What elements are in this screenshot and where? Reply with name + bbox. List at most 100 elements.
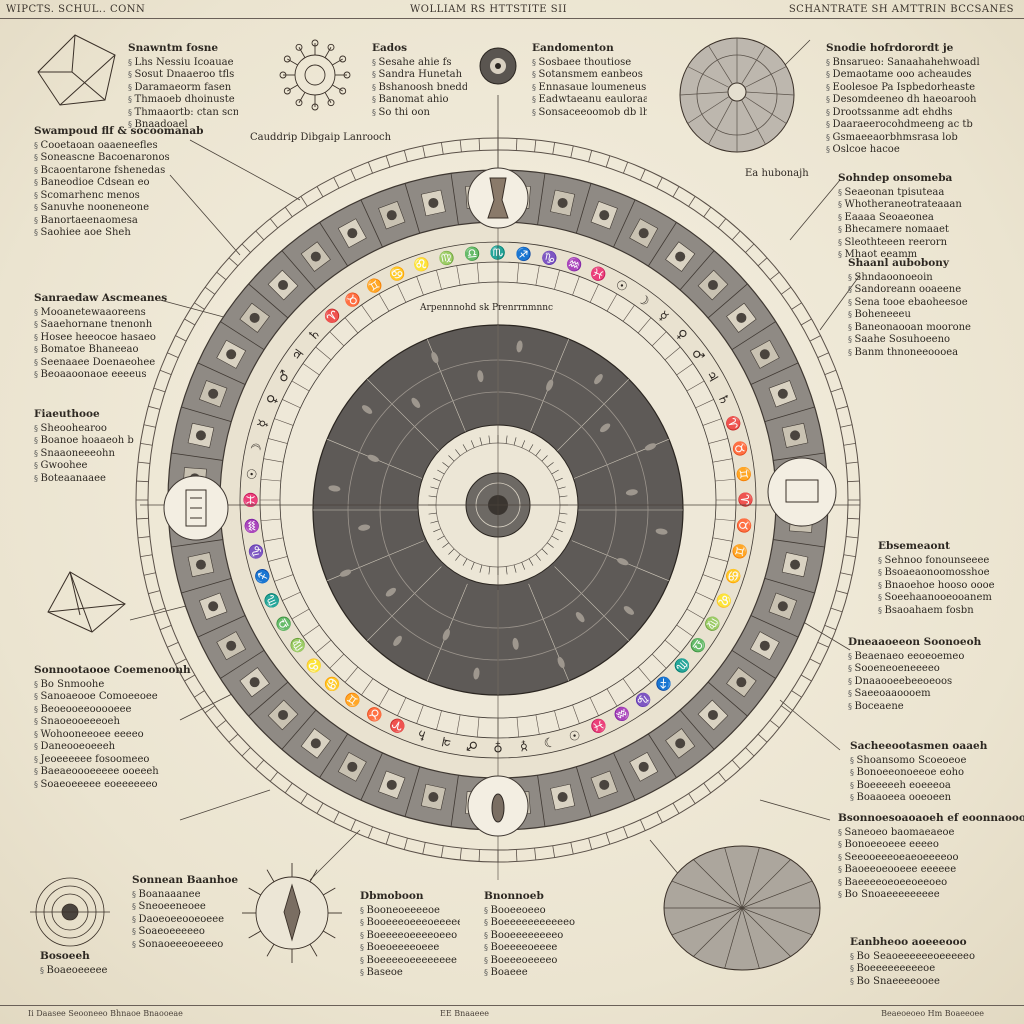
block-line: Baeaeoooeeeee ooeeeh: [34, 766, 184, 779]
block-top-center-right: Eandomenton Sosbaee thoutioseSotansmem e…: [532, 42, 647, 119]
inner-figure: [557, 656, 565, 669]
block-line: Boeeeeoeeeeeeee: [360, 955, 460, 968]
block-line: Saahe Sosuhoeeno: [848, 334, 993, 347]
block-line: Soaeoeeeeeo: [132, 926, 232, 939]
block-line: Bnaadoael: [128, 119, 238, 132]
block-line: Baneonaooan moorone: [848, 322, 993, 335]
block-line: Demaotame ooo acheaudes: [826, 69, 994, 82]
block-line: Daramaeorm fasen: [128, 82, 238, 95]
ring-glyph: ♎: [463, 246, 481, 264]
block-line: Jeoeeeeee fosoomeeo: [34, 754, 184, 767]
block-line: Saaehornane tnenonh: [34, 319, 159, 332]
polyhedron-top-left-illustration: [37, 34, 116, 106]
block-line: Eoolesoe Pa Ispbedorheaste: [826, 82, 994, 95]
block-line: Boheneeeu: [848, 309, 993, 322]
block-line: Bomatoe Bhaneeao: [34, 344, 159, 357]
block-line: Boeeeeeeeeeoe: [850, 963, 1000, 976]
ring-glyph: ☽: [542, 733, 557, 750]
ring-glyph: ♒: [610, 703, 632, 725]
block-bottom-corner: Bosoeeh Boaeoeeeee: [40, 950, 120, 977]
block-line: Scomarhenc menos: [34, 190, 194, 203]
block-line: Boaeee: [484, 967, 614, 980]
header-right-text: SCHANTRATE SH AMTTRIN BCCSANES: [788, 4, 1014, 15]
block-line: Sooeneoeneeeeo: [848, 663, 998, 676]
ring-glyph: ♋: [723, 566, 743, 586]
ring-glyph: ♓: [588, 264, 609, 285]
block-title: Snodie hofrdorordt je: [826, 42, 954, 54]
block-line: Thmaoeb dhoinuste: [128, 94, 238, 107]
pyramid-left-illustration: [47, 571, 126, 633]
block-line: Sheoohearoo: [34, 423, 134, 436]
ring-glyph: ♍: [287, 634, 309, 657]
block-line: Bshanoosh bneddes: [372, 82, 467, 95]
ring-glyph: ♎: [687, 634, 709, 657]
block-title: Fiaeuthooe: [34, 408, 100, 420]
ring-glyph: ♃: [439, 733, 454, 750]
block-line: Daneooeoeeeh: [34, 741, 184, 754]
inner-figure: [600, 423, 611, 433]
ring-glyph: ♊: [730, 542, 749, 561]
ring-glyph: ☽: [248, 441, 265, 456]
ring-glyph: ♊: [342, 689, 365, 711]
block-line: Baseoe: [360, 967, 460, 980]
block-line: Boanoe hoaaeoh bear: [34, 435, 134, 448]
block-title: Ebsemeaont: [878, 540, 951, 552]
block-line: Soaeoeeeee eoeeeeeeo: [34, 779, 184, 792]
block-line: Booeeeoeeeoeeeee: [360, 917, 460, 930]
ring-glyph: ♍: [437, 249, 456, 268]
block-line: Banm thnoneeoooea: [848, 347, 993, 360]
block-bottom-left: Sonnean Baanhoe BoanaaaneeSneoeeneoeeDao…: [132, 874, 238, 951]
footer-rule: [0, 1005, 1024, 1006]
block-top-center-left: Eados Sesahe ahie fsSandra HunetahBshano…: [372, 42, 467, 119]
block-line: Bnaoehoe hooso oooe: [878, 580, 996, 593]
block-top-left: Snawntm fosne Lhs Nessiu IcoauaeSosut Dn…: [128, 42, 238, 132]
block-title: Dbmoboon: [360, 890, 424, 902]
inner-figure: [367, 454, 379, 462]
inner-figure: [594, 373, 603, 385]
block-title: Swampoud flf & socoomanab: [34, 125, 204, 137]
block-left-upper: Swampoud flf & socoomanab Cooetaoan oaae…: [34, 125, 204, 240]
block-line: Shndaoonoeoin: [848, 272, 993, 285]
ring-glyph: ♌: [412, 255, 432, 275]
ring-glyph: ♂: [466, 737, 479, 753]
flower-diagram-illustration: [279, 39, 351, 111]
inner-figure: [575, 612, 585, 623]
block-line: Desomdeeneo dh haeoarooh: [826, 94, 994, 107]
sun-star-illustration: [242, 863, 342, 963]
block-line: Whotheraneotrateaaan: [838, 199, 988, 212]
block-bottom-center: Bnonnoeb BooeeoeeoBoeeeeeeeeeeeoBooeeeee…: [484, 890, 614, 980]
block-line: Sehnoo fonounseeee: [878, 555, 996, 568]
top-right-note: Ea hubonajh: [745, 168, 809, 179]
block-line: Bsoaeaonoomosshoe: [878, 567, 996, 580]
ring-glyph: ♄: [414, 726, 430, 744]
block-line: Lhs Nessiu Icoauae: [128, 57, 238, 70]
inner-spokes: [313, 325, 683, 695]
block-line: Oslcoe hacoe: [826, 144, 994, 157]
ring-glyph: ♈: [387, 715, 408, 736]
block-line: Dnaaooeebeeoeoos: [848, 676, 998, 689]
block-title: Snawntm fosne: [128, 42, 219, 54]
block-line: Saneoeo baomaeaeoe: [838, 827, 998, 840]
ring-glyph: ♐: [253, 566, 273, 586]
inner-figure: [655, 528, 668, 535]
block-right-lower-upper: Dneaaoeeon Soonoeoh Beaenaeo eeoeoemeoSo…: [848, 636, 998, 713]
block-right-middle-upper: Shaanl aubobony ShndaoonoeoinSandoreann …: [848, 257, 993, 359]
block-title: Sohndep onsomeba: [838, 172, 953, 184]
block-title: Dneaaoeeon Soonoeoh: [848, 636, 982, 648]
inner-figure: [512, 637, 519, 650]
block-top-right: Snodie hofrdorordt je Bnsarueo: Sanaahah…: [826, 42, 994, 157]
block-title: Eados: [372, 42, 408, 54]
ring-glyph: ♌: [713, 590, 734, 611]
header-rule: [0, 18, 1024, 19]
block-bottom-right: Eanbheoo aoeeeooo Bo SeaoeeeeeeoeeeeeoBo…: [850, 936, 1000, 988]
block-title: Bsonnoesoaoaoeh ef eoonnaoooen: [838, 812, 1024, 824]
inner-figure: [644, 443, 657, 451]
eye-medallion-top-illustration: [479, 47, 517, 85]
block-line: Thmaaortb: ctan scnutre: [128, 107, 238, 120]
ring-glyph: ♑: [540, 249, 559, 268]
block-line: Daaraeerocohdmeeng ac tb: [826, 119, 994, 132]
block-line: Sotansmem eanbeos: [532, 69, 647, 82]
inner-figure: [385, 587, 396, 597]
